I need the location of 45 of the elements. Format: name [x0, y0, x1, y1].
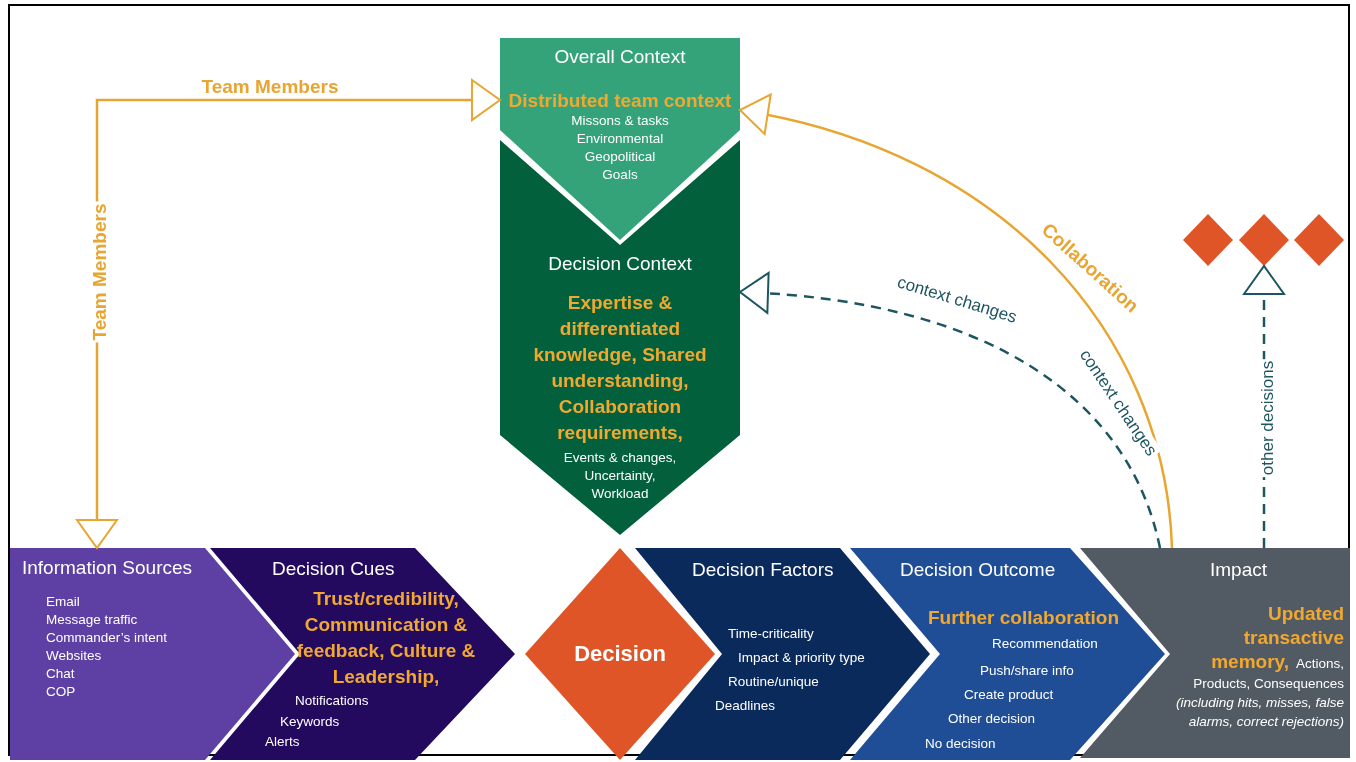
list-item: Uncertainty, — [583, 467, 657, 485]
list-item: Impact & priority type — [738, 649, 865, 667]
panel-heading: Decision Factors — [692, 559, 834, 581]
list-item: Email — [46, 593, 80, 611]
arrow — [739, 95, 1174, 549]
list-item: Message traffic — [46, 611, 138, 629]
list-item: COP — [46, 683, 76, 701]
panel-heading: Decision Outcome — [900, 559, 1056, 581]
list-item: Commander’s intent — [46, 629, 168, 647]
diamond-shape — [1294, 214, 1344, 266]
list-item: Missons & tasks — [570, 112, 670, 130]
highlight-text: Distributed team context — [507, 89, 733, 113]
panel-heading: Decision Cues — [272, 558, 395, 580]
list-item: Chat — [46, 665, 75, 683]
panel-heading: Impact — [1210, 559, 1268, 581]
highlight-text: Trust/credibility, Communication & feedback, Culture & Leadership, — [295, 587, 477, 689]
list-item: Workload — [590, 485, 650, 503]
list-item: Events & changes, — [562, 449, 678, 467]
list-item: Keywords — [280, 713, 340, 731]
diamond-shape — [1183, 214, 1233, 266]
panel-heading: Decision Context — [547, 253, 693, 275]
list-item: Create product — [964, 686, 1054, 704]
highlight-text: Further collaboration — [928, 606, 1120, 630]
list-item: Environmental — [575, 130, 665, 148]
list-item: No decision — [925, 735, 996, 753]
chevron-panel — [210, 548, 515, 760]
highlight-text: Expertise & differentiated knowledge, Shared understanding, Collaboration requirements, — [532, 291, 708, 445]
list-item: Goals — [601, 166, 639, 184]
decision-label: Decision — [573, 641, 667, 667]
list-item: Websites — [46, 647, 102, 665]
body-text: Updated transactive memory, Actions, Products, Consequences (including hits, misses, false alarms, correct rejections) — [1174, 602, 1344, 731]
list-item: Time-criticality — [728, 625, 814, 643]
list-item: Routine/unique — [728, 673, 819, 691]
list-item: Geopolitical — [583, 148, 657, 166]
diamond-shape — [1239, 214, 1289, 266]
arrow — [1243, 265, 1285, 548]
list-item: Notifications — [295, 692, 369, 710]
panel-heading: Information Sources — [22, 557, 193, 579]
list-item: Alerts — [265, 733, 300, 751]
arrow — [739, 272, 1162, 549]
panel-heading: Overall Context — [553, 46, 687, 68]
list-item: Push/share info — [980, 662, 1074, 680]
list-item: Deadlines — [715, 697, 776, 715]
list-item: Other decision — [948, 710, 1036, 728]
list-item: Recommendation — [992, 635, 1098, 653]
